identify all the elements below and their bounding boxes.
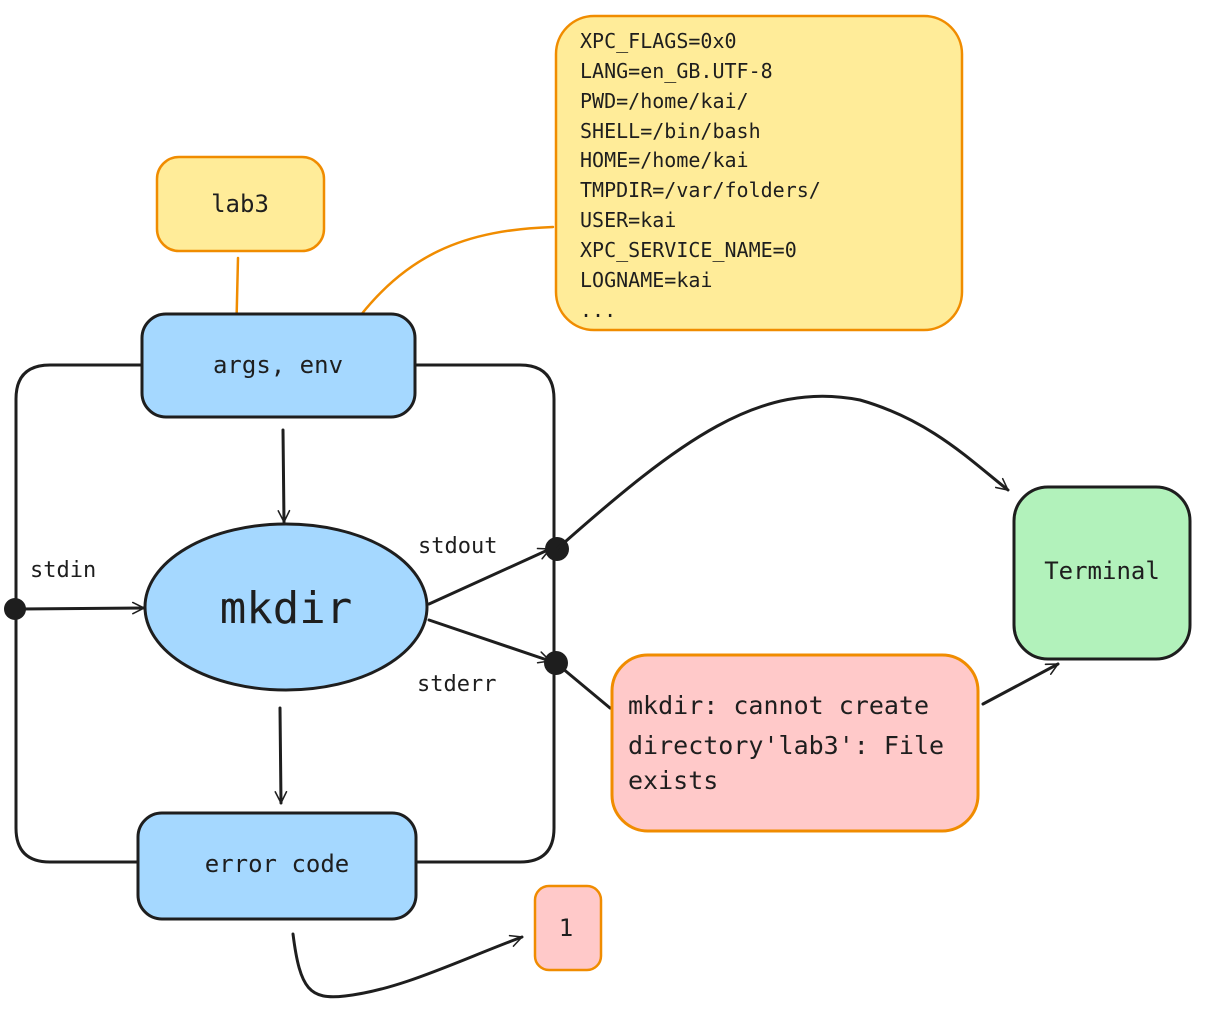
terminal-label: Terminal [1044, 557, 1160, 585]
env-var-line: LANG=en_GB.UTF-8 [580, 59, 773, 83]
arrow-env-to-args [339, 225, 555, 343]
arrow-args-to-mkdir [283, 428, 284, 524]
error-message-line: mkdir: cannot create [628, 691, 929, 720]
mkdir-process-node: mkdir [143, 522, 429, 692]
arrow-mkdir-to-stdout [427, 547, 550, 606]
env-var-line: PWD=/home/kai/ [580, 89, 749, 113]
exit-value-box: 1 [533, 884, 603, 972]
stdin-junction-dot [4, 598, 26, 620]
arrow-mkdir-to-stderr [427, 618, 550, 661]
env-var-line: TMPDIR=/var/folders/ [580, 178, 821, 202]
env-var-line: HOME=/home/kai [580, 148, 749, 172]
env-var-line: XPC_FLAGS=0x0 [580, 29, 737, 53]
error-message-line: exists [628, 766, 718, 795]
lab3-label: lab3 [211, 190, 269, 218]
arrow-error-code-to-exit-value [291, 932, 522, 999]
stdout-label: stdout [418, 534, 497, 559]
env-var-line: ... [580, 298, 616, 322]
error-message-box: mkdir: cannot create directory'lab3': Fi… [610, 653, 980, 833]
env-var-line: XPC_SERVICE_NAME=0 [580, 238, 797, 262]
exit-value-label: 1 [559, 914, 573, 942]
terminal-box: Terminal [1012, 485, 1192, 661]
stdin-label: stdin [30, 558, 96, 583]
env-var-line: USER=kai [580, 208, 676, 232]
process-boundary-right [413, 363, 556, 864]
error-message-line: directory'lab3': File [628, 731, 944, 760]
line-stderr-to-error-message [554, 661, 612, 710]
lab3-arg-box: lab3 [155, 155, 326, 253]
env-vars-box: XPC_FLAGS=0x0 LANG=en_GB.UTF-8 PWD=/home… [554, 14, 964, 332]
process-boundary-left [14, 363, 144, 864]
env-var-line: SHELL=/bin/bash [580, 119, 761, 143]
arrow-error-to-terminal [981, 662, 1058, 706]
args-env-box: args, env [140, 312, 417, 419]
mkdir-label: mkdir [220, 583, 352, 634]
stderr-label: stderr [417, 672, 496, 697]
error-code-box: error code [136, 811, 418, 921]
arrow-mkdir-to-error-code [280, 706, 281, 805]
env-var-line: LOGNAME=kai [580, 268, 712, 292]
arrow-stdin-to-mkdir [18, 608, 146, 609]
error-code-label: error code [205, 850, 350, 878]
args-env-label: args, env [213, 351, 343, 379]
arrow-stdout-to-terminal [555, 394, 1010, 551]
